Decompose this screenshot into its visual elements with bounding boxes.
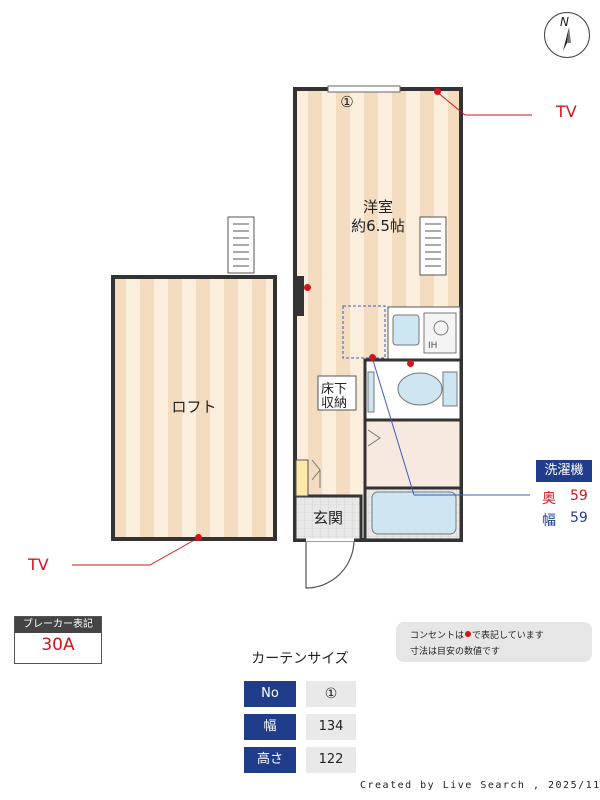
compass: N bbox=[544, 12, 590, 58]
washer-width-value: 59 bbox=[570, 510, 588, 526]
toilet-bowl-icon bbox=[397, 372, 443, 406]
entrance-label: 玄関 bbox=[312, 509, 343, 527]
notes-line-2: 寸法は目安の数値です bbox=[410, 647, 501, 657]
outlet-dot bbox=[407, 360, 414, 367]
closet-door-swing bbox=[311, 459, 321, 488]
washer-panel: 洗濯機 奥 59 幅 59 bbox=[536, 460, 592, 532]
notes-line-1b: で表記しています bbox=[472, 631, 544, 641]
washer-title: 洗濯機 bbox=[536, 460, 592, 482]
western-room-name: 洋室 bbox=[362, 198, 393, 216]
curtain-header-height: 高さ bbox=[244, 747, 296, 773]
outlet-dot bbox=[304, 284, 311, 291]
footer-credit: Created by Live Search , 2025/11 bbox=[360, 780, 600, 791]
curtain-title: カーテンサイズ bbox=[251, 651, 349, 667]
washer-width-label: 幅 bbox=[542, 513, 556, 529]
underfloor-storage-box bbox=[317, 375, 357, 411]
notes-line-1a: コンセントは bbox=[410, 631, 465, 641]
washroom-door-swing bbox=[367, 429, 381, 447]
outlet-dot-icon bbox=[465, 631, 472, 637]
toilet-tank bbox=[442, 371, 458, 407]
fridge-space bbox=[342, 305, 386, 359]
curtain-value-no: ① bbox=[306, 681, 356, 707]
toilet-door bbox=[367, 371, 375, 413]
loft-ladder-left bbox=[227, 216, 255, 274]
washroom bbox=[363, 418, 463, 490]
outlet-dot bbox=[195, 534, 202, 541]
stove-burner-icon bbox=[433, 320, 449, 336]
entry-door-swing bbox=[305, 539, 355, 589]
breaker-box: ブレーカー表記 30A bbox=[14, 616, 102, 664]
loft-label: ロフト bbox=[171, 398, 217, 416]
tv-leader-top bbox=[436, 91, 466, 116]
curtain-header-no: No bbox=[244, 681, 296, 707]
curtain-value-height: 122 bbox=[306, 747, 356, 773]
compass-needle-icon bbox=[563, 27, 571, 51]
tv-label-bottom: TV bbox=[28, 555, 49, 574]
washer-leader-line bbox=[371, 356, 415, 496]
window-marker: ① bbox=[340, 93, 354, 111]
loft-ladder-right bbox=[419, 216, 447, 276]
curtain-value-width: 134 bbox=[306, 714, 356, 740]
notes-box: コンセントはで表記しています 寸法は目安の数値です bbox=[396, 622, 592, 662]
tv-label-top: TV bbox=[556, 102, 577, 121]
bathtub bbox=[371, 491, 457, 535]
underfloor-storage-label-1: 床下 bbox=[321, 382, 348, 397]
washer-depth-label: 奥 bbox=[542, 491, 556, 507]
western-room-size: 約6.5帖 bbox=[351, 217, 405, 235]
washer-depth-value: 59 bbox=[570, 488, 588, 504]
tv-leader-bottom bbox=[149, 537, 199, 566]
window bbox=[327, 85, 401, 93]
breaker-value: 30A bbox=[41, 635, 75, 655]
outlet-dot bbox=[369, 354, 376, 361]
wall-unit bbox=[296, 276, 304, 316]
kitchen-stove bbox=[423, 312, 457, 354]
underfloor-storage-label-2: 収納 bbox=[321, 396, 348, 411]
outlet-dot bbox=[434, 88, 441, 95]
compass-north-label: N bbox=[560, 15, 569, 29]
loft-area bbox=[111, 275, 277, 541]
curtain-header-width: 幅 bbox=[244, 714, 296, 740]
kitchen-sink bbox=[392, 314, 420, 346]
notes-line-1: コンセントはで表記しています bbox=[410, 628, 544, 641]
ih-label: IH bbox=[428, 341, 438, 351]
shoe-cabinet bbox=[295, 459, 309, 497]
breaker-title: ブレーカー表記 bbox=[15, 617, 101, 633]
